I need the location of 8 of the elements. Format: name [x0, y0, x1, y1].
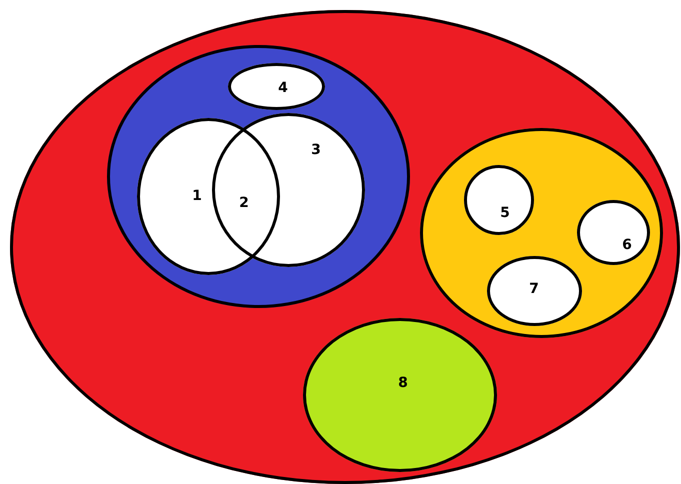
set-number: 2 [239, 196, 249, 210]
set-number: 3 [311, 143, 321, 157]
set-number: 1 [192, 189, 202, 203]
set-number: 8 [398, 376, 408, 390]
set-number: 5 [500, 206, 510, 220]
set-number: 4 [278, 81, 288, 95]
set-number: 7 [529, 282, 539, 296]
set-number: 6 [622, 238, 632, 252]
